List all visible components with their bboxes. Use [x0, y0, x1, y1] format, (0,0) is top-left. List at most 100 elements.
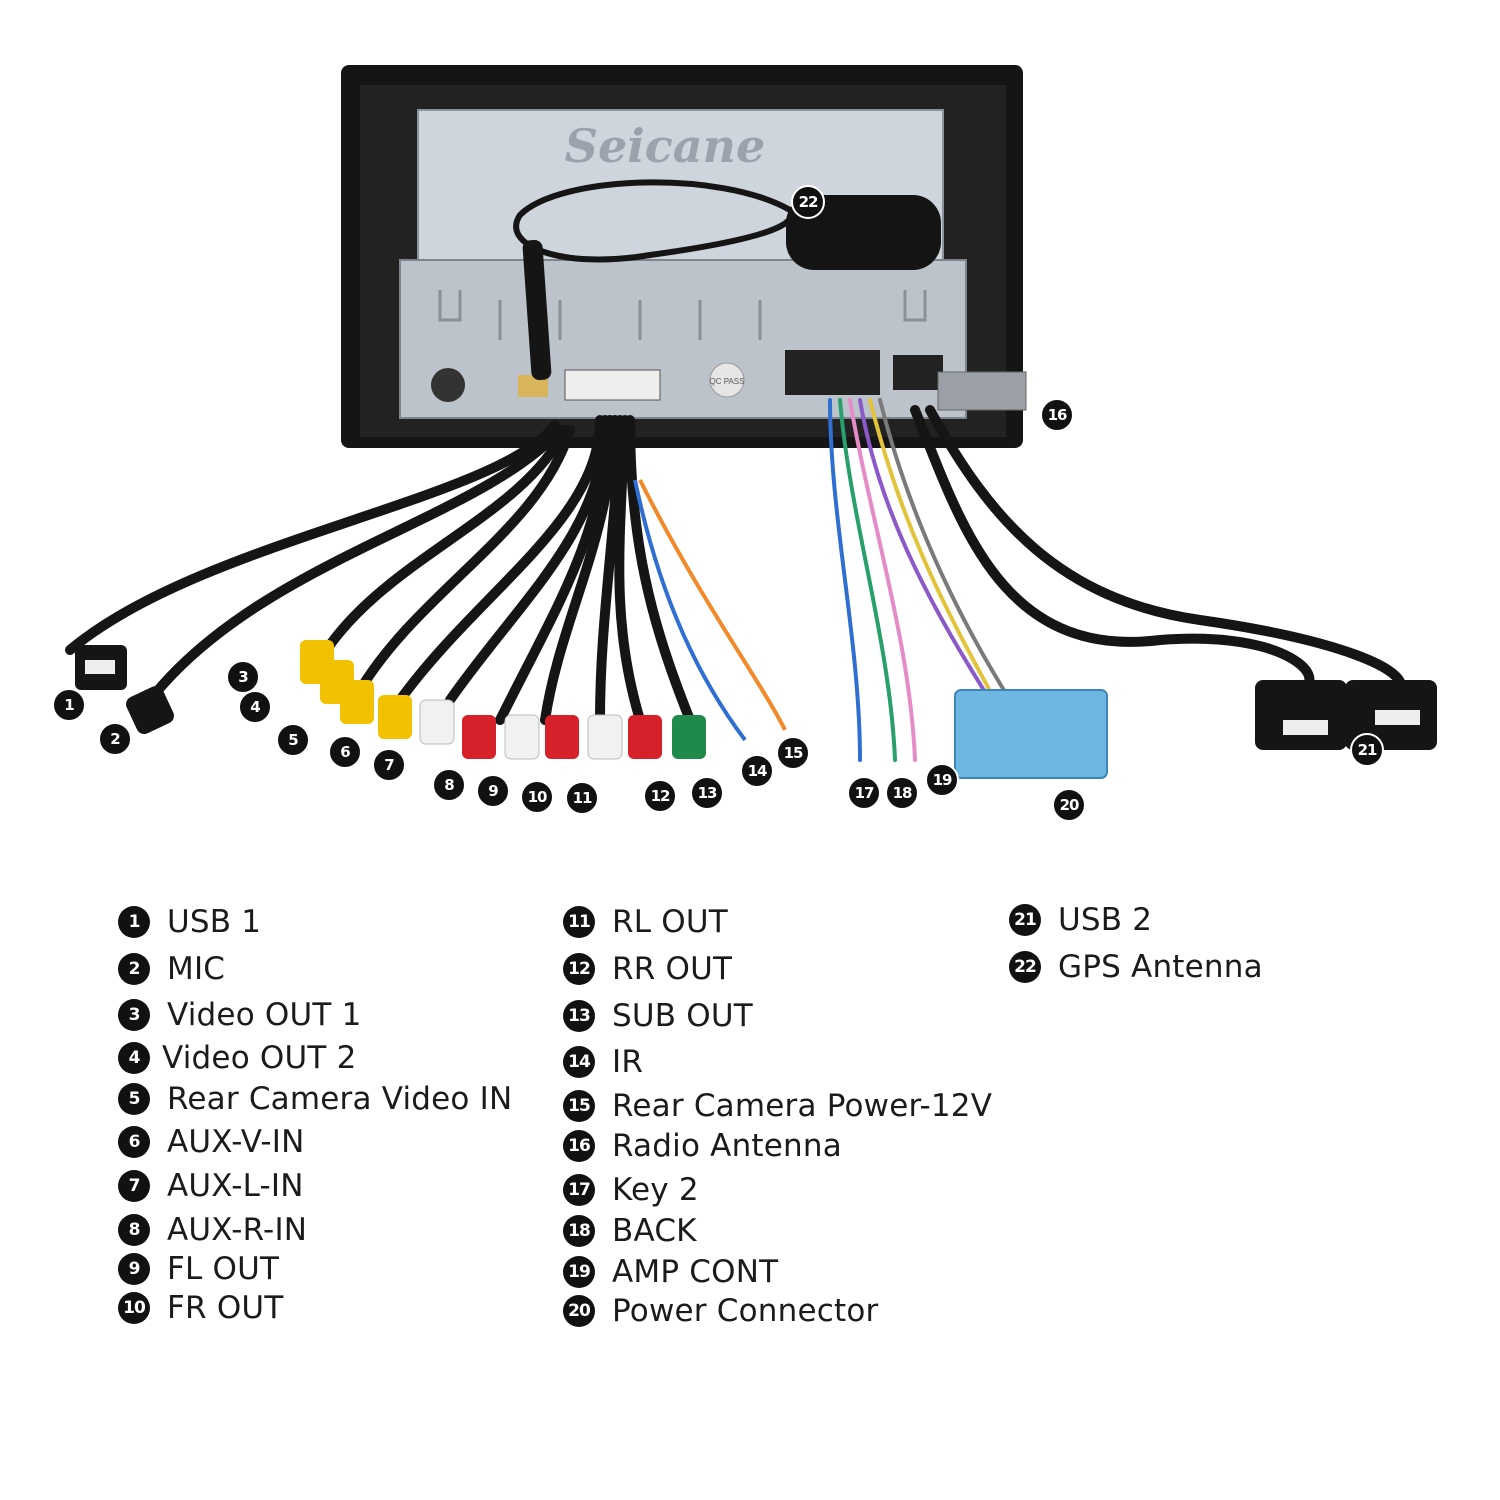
legend-label: MIC — [167, 951, 226, 987]
legend-label: FR OUT — [167, 1290, 284, 1326]
number-badge: 4 — [118, 1042, 150, 1074]
callout-10: 10 — [520, 780, 554, 814]
legend-label: Radio Antenna — [612, 1128, 842, 1164]
legend-item: 9 FL OUT — [118, 1251, 279, 1287]
qc-stamp-label: QC PASS — [710, 377, 745, 386]
legend-item: 2 MIC — [118, 951, 225, 987]
callout-22: 22 — [791, 185, 825, 219]
legend-item: 15 Rear Camera Power-12V — [563, 1088, 992, 1124]
legend-label: AMP CONT — [612, 1254, 779, 1290]
callout-1: 1 — [52, 688, 86, 722]
legend-label: AUX-V-IN — [167, 1124, 305, 1160]
number-badge: 6 — [118, 1126, 150, 1158]
legend-label: GPS Antenna — [1058, 949, 1263, 985]
legend-item: 21 USB 2 — [1009, 902, 1152, 938]
wiring-diagram: Seicane QC PASS — [65, 65, 1437, 779]
number-badge: 22 — [1009, 951, 1041, 983]
legend-item: 5 Rear Camera Video IN — [118, 1081, 512, 1117]
rca-plugs — [300, 640, 706, 760]
legend-item: 20 Power Connector — [563, 1293, 878, 1329]
number-badge: 16 — [563, 1130, 595, 1162]
number-badge: 18 — [563, 1215, 595, 1247]
legend-label: Power Connector — [612, 1293, 879, 1329]
legend-label: SUB OUT — [612, 998, 753, 1034]
wifi-antenna — [522, 240, 552, 380]
legend-item: 19 AMP CONT — [563, 1254, 778, 1290]
legend-item: 13 SUB OUT — [563, 998, 753, 1034]
legend-item: 6 AUX-V-IN — [118, 1124, 304, 1160]
number-badge: 3 — [118, 999, 150, 1031]
number-badge: 17 — [563, 1174, 595, 1206]
ir-wire — [633, 479, 747, 742]
legend-item: 17 Key 2 — [563, 1172, 699, 1208]
callout-13: 13 — [690, 776, 724, 810]
callout-14: 14 — [740, 754, 774, 788]
callout-15: 15 — [776, 736, 810, 770]
gps-antenna — [786, 195, 941, 270]
iso-socket — [785, 350, 880, 395]
callout-2: 2 — [98, 722, 132, 756]
legend-label: IR — [612, 1044, 644, 1080]
number-badge: 1 — [118, 906, 150, 938]
callout-12: 12 — [643, 779, 677, 813]
number-badge: 19 — [563, 1256, 595, 1288]
legend-label: BACK — [612, 1213, 697, 1249]
callout-21: 21 — [1350, 733, 1384, 767]
number-badge: 11 — [563, 906, 595, 938]
number-badge: 21 — [1009, 904, 1041, 936]
number-badge: 13 — [563, 1000, 595, 1032]
number-badge: 12 — [563, 953, 595, 985]
legend-item: 10 FR OUT — [118, 1290, 283, 1326]
wifi-port — [518, 375, 548, 397]
number-badge: 10 — [118, 1292, 150, 1324]
legend-item: 22 GPS Antenna — [1009, 949, 1263, 985]
usb2-port-b — [1375, 710, 1420, 725]
radio-antenna-plug — [937, 371, 1027, 411]
legend-label: AUX-L-IN — [167, 1168, 304, 1204]
number-badge: 5 — [118, 1083, 150, 1115]
callout-9: 9 — [476, 774, 510, 808]
callout-18: 18 — [885, 776, 919, 810]
radio-antenna-port — [431, 368, 465, 402]
number-badge: 20 — [563, 1295, 595, 1327]
legend-label: Video OUT 2 — [162, 1040, 357, 1076]
callout-4: 4 — [238, 690, 272, 724]
callout-8: 8 — [432, 768, 466, 802]
legend-label: RL OUT — [612, 904, 728, 940]
usb1-port — [85, 660, 115, 674]
callout-20: 20 — [1052, 788, 1086, 822]
callout-6: 6 — [328, 735, 362, 769]
legend-item: 14 IR — [563, 1044, 643, 1080]
legend-label: USB 2 — [1058, 902, 1153, 938]
number-badge: 2 — [118, 953, 150, 985]
callout-5: 5 — [276, 723, 310, 757]
usb-socket — [893, 355, 943, 390]
number-badge: 15 — [563, 1090, 595, 1122]
av-socket — [564, 369, 661, 401]
legend-label: FL OUT — [167, 1251, 280, 1287]
left-cable-bundle — [65, 415, 695, 725]
number-badge: 9 — [118, 1253, 150, 1285]
cam-power-wire — [638, 479, 787, 731]
legend-label: Rear Camera Power-12V — [612, 1088, 993, 1124]
number-badge: 14 — [563, 1046, 595, 1078]
panel-vents — [438, 290, 927, 340]
callout-17: 17 — [847, 776, 881, 810]
power-connector — [954, 689, 1108, 779]
legend-label: Video OUT 1 — [167, 997, 362, 1033]
number-badge: 7 — [118, 1170, 150, 1202]
legend-label: Key 2 — [612, 1172, 699, 1208]
legend-item: 11 RL OUT — [563, 904, 728, 940]
legend-item: 4 Video OUT 2 — [118, 1040, 357, 1076]
callout-16: 16 — [1040, 398, 1074, 432]
number-badge: 8 — [118, 1214, 150, 1246]
legend-item: 3 Video OUT 1 — [118, 997, 362, 1033]
power-wire-bundle — [828, 398, 1012, 762]
callout-layer: 1 2 3 4 5 6 7 8 9 10 11 12 13 14 15 16 1… — [52, 185, 1384, 822]
brand-logo: Seicane — [565, 119, 766, 173]
legend-label: Rear Camera Video IN — [167, 1081, 513, 1117]
mic-connector — [126, 686, 174, 734]
